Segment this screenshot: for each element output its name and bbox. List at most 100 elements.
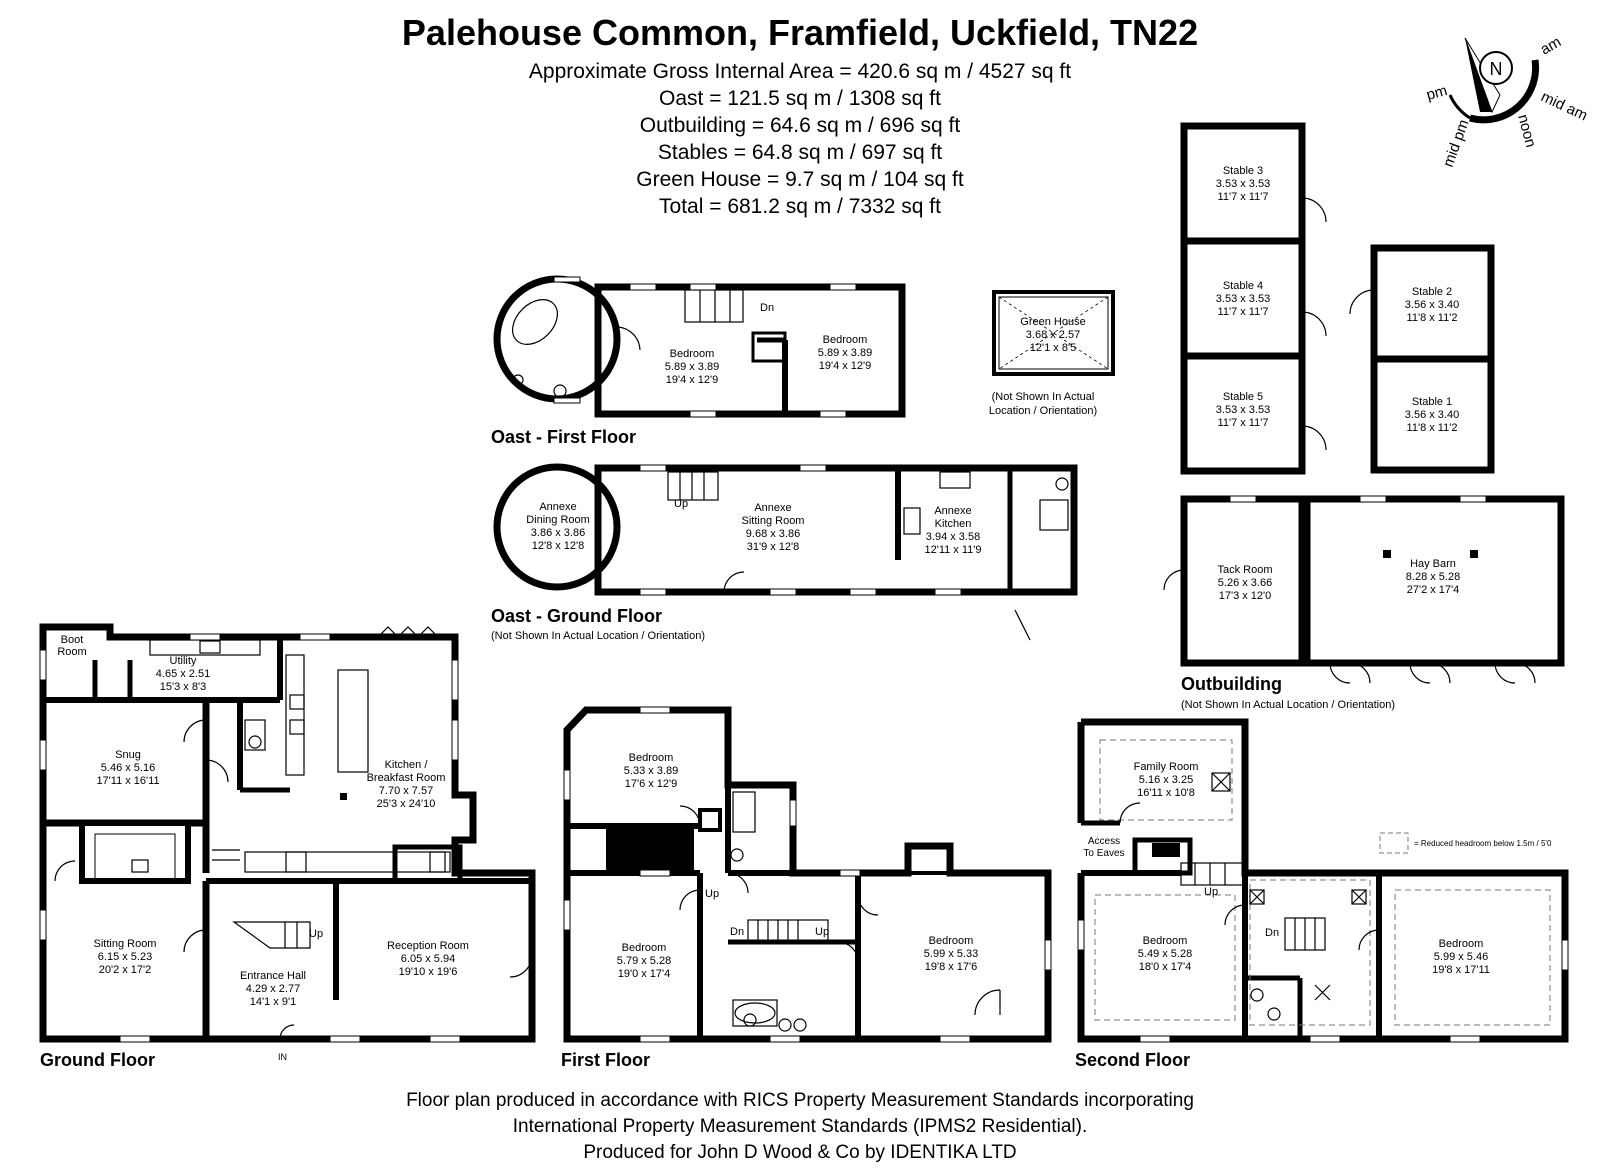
label-ground-floor: Ground Floor bbox=[40, 1050, 155, 1070]
annexe-kitchen-m: 3.94 x 3.58 bbox=[926, 531, 980, 543]
sf-bed-left-m: 5.49 x 5.28 bbox=[1138, 948, 1192, 960]
page-title: Palehouse Common, Framfield, Uckfield, T… bbox=[401, 12, 1199, 53]
reception-room-name: Reception Room bbox=[387, 940, 469, 952]
annexe-sitting-m: 9.68 x 3.86 bbox=[746, 528, 800, 540]
annexe-dining-name2: Dining Room bbox=[526, 514, 590, 526]
ff-bed-left-ft: 19'0 x 17'4 bbox=[618, 968, 671, 980]
stable1-m: 3.56 x 3.40 bbox=[1405, 409, 1459, 421]
compass-north: N bbox=[1490, 59, 1503, 79]
ff-bed-left-m: 5.79 x 5.28 bbox=[617, 955, 671, 967]
family-room-name: Family Room bbox=[1134, 761, 1199, 773]
access-eaves-1: Access bbox=[1088, 836, 1120, 847]
sf-bed-left-ft: 18'0 x 17'4 bbox=[1139, 961, 1192, 973]
family-room-ft: 16'11 x 10'8 bbox=[1137, 787, 1195, 799]
boot-room-name2: Room bbox=[57, 646, 86, 658]
compass-pm: pm bbox=[1425, 82, 1450, 104]
label-oast-ground-floor: Oast - Ground Floor bbox=[491, 606, 662, 626]
area-gross: Approximate Gross Internal Area = 420.6 … bbox=[528, 60, 1072, 83]
kitchen-m: 7.70 x 7.57 bbox=[379, 785, 433, 797]
oast-bed2-m: 5.89 x 3.89 bbox=[818, 347, 872, 359]
hay-barn-m: 8.28 x 5.28 bbox=[1406, 571, 1460, 583]
area-total: Total = 681.2 sq m / 7332 sq ft bbox=[659, 195, 941, 218]
second-floor-plan bbox=[1077, 718, 1569, 1043]
stable5-ft: 11'7 x 11'7 bbox=[1218, 417, 1269, 429]
area-outbuilding: Outbuilding = 64.6 sq m / 696 sq ft bbox=[639, 114, 961, 137]
ff-bed-right-m: 5.99 x 5.33 bbox=[924, 948, 978, 960]
stable3-ft: 11'7 x 11'7 bbox=[1218, 191, 1269, 203]
ground-up: Up bbox=[309, 928, 323, 940]
area-stables: Stables = 64.8 sq m / 697 sq ft bbox=[657, 141, 943, 164]
ff-bed-top-ft: 17'6 x 12'9 bbox=[625, 778, 678, 790]
sf-bed-left-name: Bedroom bbox=[1143, 935, 1188, 947]
hay-barn-ft: 27'2 x 17'4 bbox=[1407, 584, 1460, 596]
ff-bed-top-m: 5.33 x 3.89 bbox=[624, 765, 678, 777]
oast-bed1-ft: 19'4 x 12'9 bbox=[666, 374, 719, 386]
area-oast: Oast = 121.5 sq m / 1308 sq ft bbox=[659, 87, 941, 110]
compass-am: am bbox=[1538, 33, 1565, 58]
annexe-sitting-ft: 31'9 x 12'8 bbox=[747, 541, 800, 553]
compass-mid-pm: mid pm bbox=[1440, 117, 1473, 169]
legend-reduced-headroom: = Reduced headroom below 1.5m / 5'0 bbox=[1414, 839, 1552, 848]
boot-room-name: Boot bbox=[61, 634, 84, 646]
green-house-name: Green House bbox=[1020, 316, 1085, 328]
ff-bed-right-ft: 19'8 x 17'6 bbox=[925, 961, 978, 973]
sitting-room-m: 6.15 x 5.23 bbox=[98, 951, 152, 963]
stable1-name: Stable 1 bbox=[1412, 396, 1452, 408]
first-floor-plan bbox=[563, 706, 1052, 1043]
stable3-m: 3.53 x 3.53 bbox=[1216, 178, 1270, 190]
annexe-sitting-name2: Sitting Room bbox=[742, 515, 805, 527]
footer-line-2: International Property Measurement Stand… bbox=[512, 1116, 1088, 1137]
stable5-name: Stable 5 bbox=[1223, 391, 1263, 403]
note-oast-location: (Not Shown In Actual Location / Orientat… bbox=[491, 630, 706, 642]
snug-name: Snug bbox=[115, 749, 141, 761]
tack-room-ft: 17'3 x 12'0 bbox=[1219, 590, 1272, 602]
compass-noon: noon bbox=[1514, 113, 1539, 150]
note-outbuilding-location: (Not Shown In Actual Location / Orientat… bbox=[1181, 699, 1396, 711]
green-house-m: 3.68 x 2.57 bbox=[1026, 329, 1080, 341]
sf-up: Up bbox=[1204, 886, 1218, 898]
compass-mid-am: mid am bbox=[1538, 88, 1590, 124]
reception-room-ft: 19'10 x 19'6 bbox=[399, 966, 458, 978]
ground-floor-plan bbox=[39, 623, 536, 1043]
sf-bed-right-m: 5.99 x 5.46 bbox=[1434, 951, 1488, 963]
annexe-sitting-name: Annexe bbox=[754, 502, 791, 514]
annexe-dining-name: Annexe bbox=[539, 501, 576, 513]
kitchen-name: Kitchen / bbox=[385, 759, 429, 771]
annexe-kitchen-name2: Kitchen bbox=[935, 518, 972, 530]
ff-up-2: Up bbox=[815, 926, 829, 938]
sf-bed-right-name: Bedroom bbox=[1439, 938, 1484, 950]
tack-room-name: Tack Room bbox=[1217, 564, 1272, 576]
oast-bed1-name: Bedroom bbox=[670, 348, 715, 360]
snug-ft: 17'11 x 16'11 bbox=[96, 775, 159, 787]
entrance-in: IN bbox=[278, 1052, 287, 1062]
oast-first-dn: Dn bbox=[760, 302, 774, 314]
stables-plan bbox=[1180, 122, 1495, 475]
label-second-floor: Second Floor bbox=[1075, 1050, 1191, 1070]
utility-ft: 15'3 x 8'3 bbox=[160, 681, 206, 693]
stable4-m: 3.53 x 3.53 bbox=[1216, 293, 1270, 305]
stable3-name: Stable 3 bbox=[1223, 165, 1263, 177]
entrance-hall-m: 4.29 x 2.77 bbox=[246, 983, 300, 995]
compass-rose: N am mid am noon mid pm pm bbox=[1425, 33, 1590, 169]
ff-dn: Dn bbox=[730, 926, 744, 938]
label-oast-first-floor: Oast - First Floor bbox=[491, 427, 637, 447]
annexe-dining-m: 3.86 x 3.86 bbox=[531, 527, 585, 539]
stable4-ft: 11'7 x 11'7 bbox=[1218, 306, 1269, 318]
sf-bed-right-ft: 19'8 x 17'11 bbox=[1432, 964, 1490, 976]
oast-ground-floor-plan bbox=[493, 463, 1078, 641]
oast-bed2-name: Bedroom bbox=[823, 334, 868, 346]
stable1-ft: 11'8 x 11'2 bbox=[1407, 422, 1458, 434]
snug-m: 5.46 x 5.16 bbox=[101, 762, 155, 774]
stable4-name: Stable 4 bbox=[1223, 280, 1263, 292]
utility-name: Utility bbox=[170, 655, 197, 667]
ff-bed-top-name: Bedroom bbox=[629, 752, 674, 764]
green-house-ft: 12'1 x 8'5 bbox=[1030, 342, 1076, 354]
annexe-kitchen-name: Annexe bbox=[934, 505, 971, 517]
annexe-kitchen-ft: 12'11 x 11'9 bbox=[924, 544, 981, 556]
outbuilding-plan bbox=[1163, 495, 1565, 684]
green-house-note-2: Location / Orientation) bbox=[989, 405, 1097, 417]
stable2-name: Stable 2 bbox=[1412, 286, 1452, 298]
oast-first-floor-plan bbox=[493, 275, 906, 418]
hay-barn-name: Hay Barn bbox=[1410, 558, 1456, 570]
oast-ground-up: Up bbox=[674, 498, 688, 510]
